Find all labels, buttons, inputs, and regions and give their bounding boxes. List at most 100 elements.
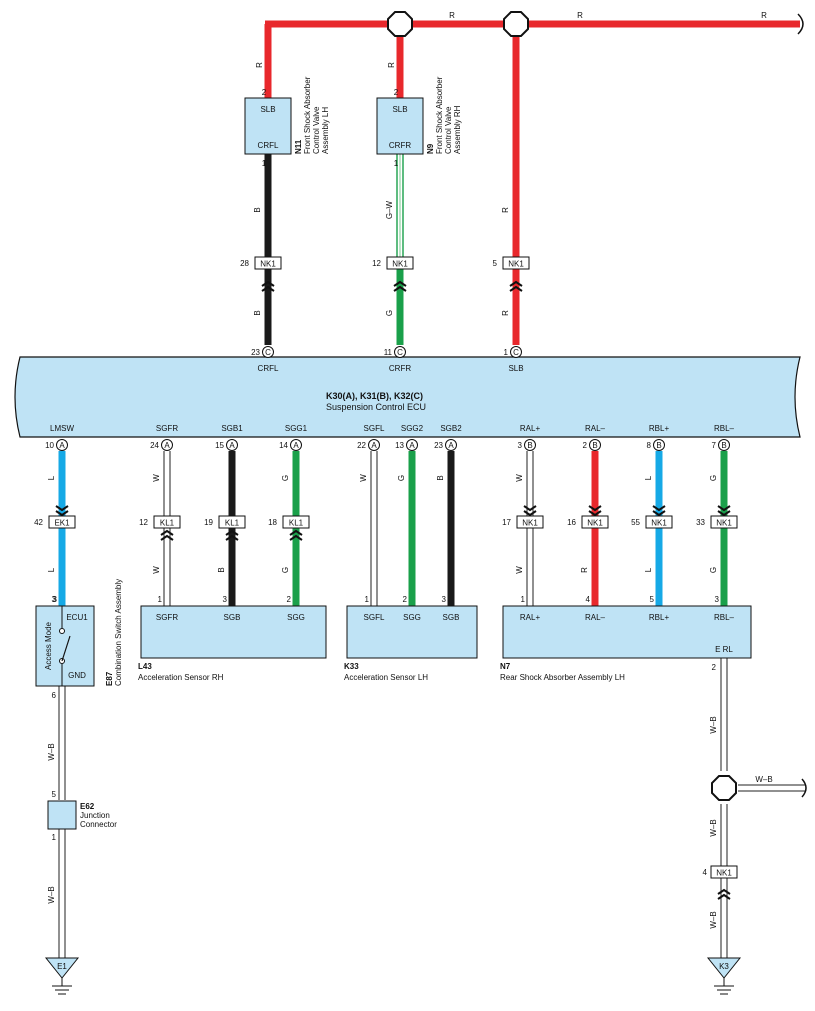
ecu-bottom-pin-9-letter: B <box>656 441 661 450</box>
lower-wire-code-1: W <box>152 474 161 482</box>
sensor-N7 <box>502 605 752 659</box>
ecu-bottom-pin-1-circle <box>161 439 173 451</box>
ecu-bottom-pin-2-letter: A <box>229 441 235 450</box>
lower-wire-lower-code-7: W <box>515 566 524 574</box>
ecu-top-num-1: 11 <box>384 348 393 357</box>
switch-num-bottom: 6 <box>52 691 57 700</box>
lower-chevron-8-chevron-0 <box>588 505 602 512</box>
lower-wire-lower-code-10: G <box>709 567 718 573</box>
ecu-top-label-2: SLB <box>508 364 523 373</box>
lower-connector-2-label: KL1 <box>225 519 240 528</box>
ecu-bottom-label-3: SGG1 <box>285 424 308 433</box>
lower-pin-num-4: 1 <box>365 595 370 604</box>
upper-pin-top-1: SLB <box>392 105 407 114</box>
ecu-top-label-0: CRFL <box>258 364 279 373</box>
splice-n7-ground <box>711 775 737 801</box>
switch-E87 <box>35 605 95 687</box>
lower-chevron-1-chevron-0 <box>160 534 174 541</box>
ecu-bottom-num-10: 7 <box>712 441 717 450</box>
upper-wire-code-0: B <box>253 207 262 212</box>
upper-wire-code-2: R <box>501 207 510 213</box>
lower-chevron-7-chevron-1 <box>523 510 537 517</box>
ecu-bottom-num-3: 14 <box>279 441 288 450</box>
ecu-top-num-2: 1 <box>504 348 509 357</box>
upper-wire-lower-code-0: B <box>253 310 262 315</box>
lower-connector-3-label: KL1 <box>289 519 304 528</box>
ecu-bottom-pin-3-letter: A <box>293 441 299 450</box>
ecu-bottom-num-1: 24 <box>150 441 159 450</box>
upper-chevron-2-chevron-0 <box>509 285 523 292</box>
lower-wire-lower-code-8: R <box>580 567 589 573</box>
ecu-top-num-0: 23 <box>251 348 260 357</box>
sensor-1-pin-0: SGFL <box>364 613 385 622</box>
lower-wire-code-10: G <box>709 475 718 481</box>
lower-connector-8-label: NK1 <box>587 519 603 528</box>
upper-chevron-0-chevron-0 <box>261 285 275 292</box>
e87-ground-upper-code: W–B <box>47 743 56 760</box>
ecu-title: K30(A), K31(B), K32(C) <box>326 391 423 401</box>
lower-connector-1-label: KL1 <box>160 519 175 528</box>
sensor-name-2: Rear Shock Absorber Assembly LH <box>500 673 625 682</box>
n7-ground-connector-box <box>710 865 738 879</box>
ecu-top-label-1: CRFR <box>389 364 411 373</box>
upper-num-bottom-0: 1 <box>262 159 267 168</box>
sensor-1-pin-1: SGG <box>403 613 421 622</box>
ecu-bottom-pin-8-circle <box>589 439 601 451</box>
ecu-bottom-pin-5-circle <box>406 439 418 451</box>
n7-erl-pin: E RL <box>715 645 733 654</box>
n7-ground-upper-code: W–B <box>709 716 718 733</box>
ecu-top-pin-2-letter: C <box>513 348 519 357</box>
lower-chevron-7-chevron-0 <box>523 505 537 512</box>
ecu-bottom-pin-7-circle <box>524 439 536 451</box>
lower-pin-num-2: 3 <box>223 595 228 604</box>
ecu-bottom-pin-0-circle <box>56 439 68 451</box>
lower-wire-code-3: G <box>281 475 290 481</box>
lower-wire-lower-code-9: L <box>644 567 653 572</box>
upper-name-0-2: Assembly LH <box>321 107 330 154</box>
lower-connector-num-8: 16 <box>567 518 576 527</box>
lower-connector-num-7: 17 <box>502 518 511 527</box>
lower-chevron-3-chevron-1 <box>289 529 303 536</box>
sensor-L43 <box>140 605 327 659</box>
upper-connector-1-label: NK1 <box>392 260 408 269</box>
lower-chevron-9-chevron-0 <box>652 505 666 512</box>
n7-erl-num: 2 <box>712 663 717 672</box>
bus-continuation <box>797 13 804 35</box>
switch-num-top: 3 <box>52 595 57 604</box>
upper-code-1: N9 <box>426 143 435 154</box>
upper-connector-2-box <box>502 256 530 270</box>
ecu-subtitle: Suspension Control ECU <box>326 402 426 412</box>
switch-pin-bottom: GND <box>68 671 86 680</box>
sensor-name-1: Acceleration Sensor LH <box>344 673 428 682</box>
ecu-bottom-label-0: LMSW <box>50 424 74 433</box>
lower-connector-1-box <box>153 515 181 529</box>
ecu-bottom-label-2: SGB1 <box>221 424 243 433</box>
upper-num-bottom-1: 1 <box>394 159 399 168</box>
switch-code: E87 <box>105 671 114 686</box>
ecu-top-pin-1-circle <box>394 346 406 358</box>
lower-pin-num-3: 2 <box>287 595 292 604</box>
sensor-2-pin-3: RBL– <box>714 613 735 622</box>
ecu-bottom-num-6: 23 <box>434 441 443 450</box>
upper-code-0: N11 <box>294 139 303 154</box>
lower-wire-code-7: W <box>515 474 524 482</box>
lower-connector-num-3: 18 <box>268 518 277 527</box>
lower-connector-0-label: EK1 <box>54 519 70 528</box>
junction-name-1: Connector <box>80 820 117 829</box>
upper-name-0-0: Front Shock Absorber <box>303 76 312 154</box>
upper-connector-0-box <box>254 256 282 270</box>
sensor-2-pin-1: RAL– <box>585 613 606 622</box>
n7-ground-connector-num: 4 <box>703 868 708 877</box>
sensor-0-pin-0: SGFR <box>156 613 178 622</box>
upper-connector-2-label: NK1 <box>508 260 524 269</box>
ecu-bottom-pin-0-letter: A <box>59 441 65 450</box>
lower-chevron-10-chevron-1 <box>717 510 731 517</box>
ecu-bottom-label-7: RAL+ <box>520 424 541 433</box>
bus-label-3: R <box>761 11 767 20</box>
n7-ground-branch-code: W–B <box>755 775 772 784</box>
ecu-bottom-label-9: RBL+ <box>649 424 670 433</box>
sensor-2-pin-2: RBL+ <box>649 613 670 622</box>
upper-chevron-2-chevron-1 <box>509 280 523 287</box>
n7-ground-chevron-chevron-0 <box>717 893 731 900</box>
lower-chevron-10-chevron-0 <box>717 505 731 512</box>
